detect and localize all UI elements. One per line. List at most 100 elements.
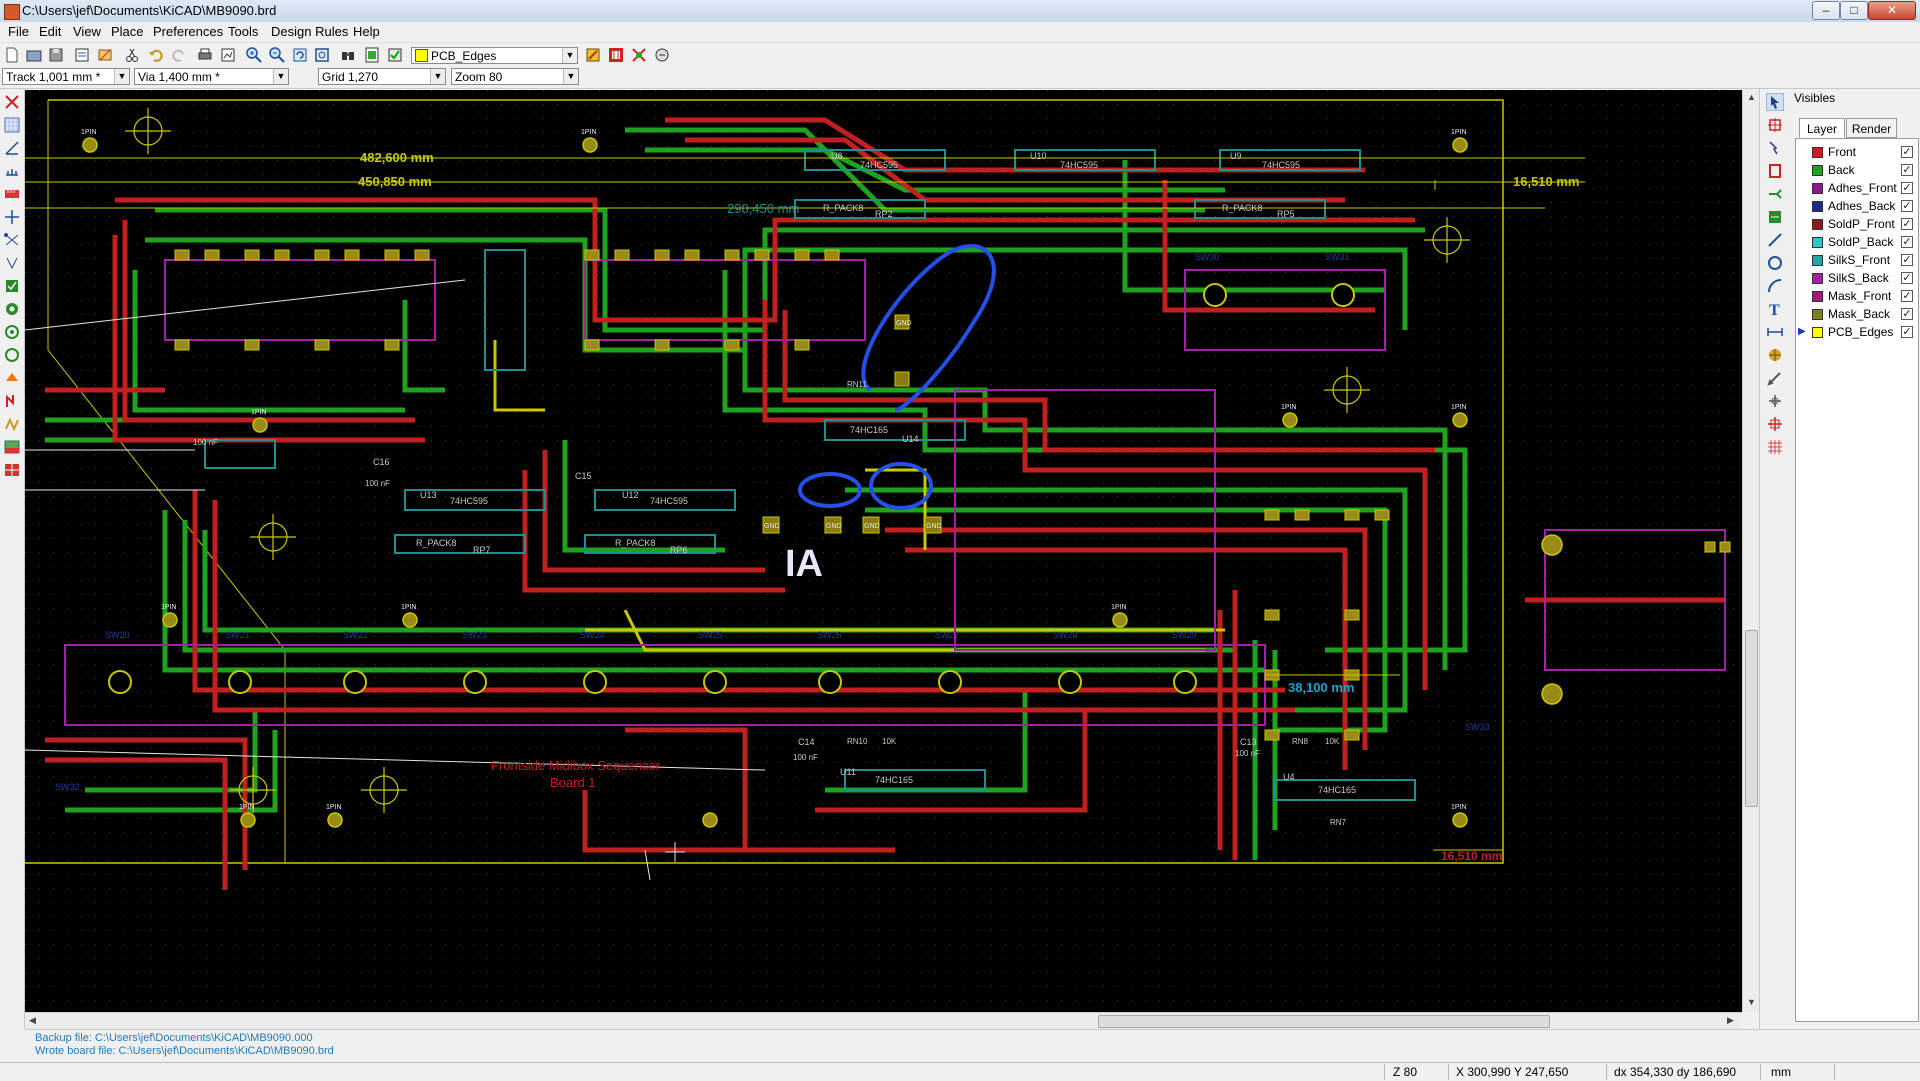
layer-pair-icon[interactable] bbox=[584, 46, 602, 64]
horizontal-scroll-thumb[interactable] bbox=[1098, 1015, 1550, 1028]
autoplace-icon[interactable] bbox=[607, 46, 625, 64]
tab-layer[interactable]: Layer bbox=[1799, 118, 1845, 138]
layer-color-swatch[interactable] bbox=[1812, 291, 1823, 302]
layer-color-swatch[interactable] bbox=[1812, 255, 1823, 266]
layer-visible-checkbox[interactable]: ✓ bbox=[1901, 200, 1913, 212]
layer-visible-checkbox[interactable]: ✓ bbox=[1901, 272, 1913, 284]
zoom-redraw-icon[interactable] bbox=[291, 46, 309, 64]
print-icon[interactable] bbox=[196, 46, 214, 64]
module-ratsnest-icon[interactable] bbox=[3, 254, 21, 272]
layer-color-swatch[interactable] bbox=[1812, 219, 1823, 230]
menu-place[interactable]: Place bbox=[111, 24, 144, 39]
delete-icon[interactable] bbox=[1766, 392, 1784, 410]
layer-row-adhes-back[interactable]: Adhes_Back ✓ bbox=[1796, 197, 1916, 215]
add-module-icon[interactable] bbox=[1766, 185, 1784, 203]
plot-icon[interactable] bbox=[219, 46, 237, 64]
layer-name[interactable]: Mask_Front bbox=[1828, 289, 1892, 303]
menu-preferences[interactable]: Preferences bbox=[153, 24, 224, 39]
mm-icon[interactable] bbox=[3, 185, 21, 203]
via-size-select[interactable]: Via 1,400 mm * ▼ bbox=[134, 68, 289, 85]
layer-name[interactable]: Front bbox=[1828, 145, 1857, 159]
save-icon[interactable] bbox=[47, 46, 65, 64]
grid-icon[interactable] bbox=[3, 116, 21, 134]
menu-design-rules[interactable]: Design Rules bbox=[271, 24, 349, 39]
undo-icon[interactable] bbox=[147, 46, 165, 64]
find-icon[interactable] bbox=[339, 46, 357, 64]
autoroute-icon[interactable] bbox=[630, 46, 648, 64]
scroll-right-icon[interactable]: ▶ bbox=[1727, 1015, 1734, 1025]
select-arrow-icon[interactable] bbox=[1765, 92, 1785, 112]
layer-visible-checkbox[interactable]: ✓ bbox=[1901, 254, 1913, 266]
netlist-icon[interactable] bbox=[363, 46, 381, 64]
active-layer-select[interactable]: PCB_Edges ▼ bbox=[411, 47, 578, 64]
maximize-button[interactable]: □ bbox=[1840, 1, 1868, 20]
scroll-left-icon[interactable]: ◀ bbox=[29, 1015, 36, 1025]
redo-icon[interactable] bbox=[170, 46, 188, 64]
layer-visible-checkbox[interactable]: ✓ bbox=[1901, 236, 1913, 248]
layer-name[interactable]: Mask_Back bbox=[1828, 307, 1891, 321]
layer-row-pcb-edges[interactable]: ▶PCB_Edges✓ bbox=[1796, 323, 1916, 341]
vertical-scrollbar[interactable]: ▲ ▼ bbox=[1742, 90, 1759, 1012]
layer-visible-checkbox[interactable]: ✓ bbox=[1901, 164, 1913, 176]
add-track-icon[interactable] bbox=[1766, 208, 1784, 226]
microwave-icon[interactable] bbox=[653, 46, 671, 64]
vias-sketch-icon[interactable] bbox=[3, 323, 21, 341]
layer-color-swatch[interactable] bbox=[1812, 147, 1823, 158]
open-icon[interactable] bbox=[25, 46, 43, 64]
drc-off-icon[interactable] bbox=[3, 93, 21, 111]
zoom-select[interactable]: Zoom 80 ▼ bbox=[451, 68, 579, 85]
layer-row-soldp-front[interactable]: SoldP_Front✓ bbox=[1796, 215, 1916, 233]
high-contrast-icon[interactable] bbox=[3, 392, 21, 410]
layer-visible-checkbox[interactable]: ✓ bbox=[1901, 308, 1913, 320]
layer-row-mask-back[interactable]: Mask_Back ✓ bbox=[1796, 305, 1916, 323]
layer-row-silks-back[interactable]: SilkS_Back✓ bbox=[1796, 269, 1916, 287]
layer-visible-checkbox[interactable]: ✓ bbox=[1901, 290, 1913, 302]
layer-row-silks-front[interactable]: SilkS_Front ✓ bbox=[1796, 251, 1916, 269]
horizontal-scrollbar[interactable]: ◀ ▶ bbox=[25, 1012, 1742, 1029]
track-mode-icon[interactable] bbox=[1766, 139, 1784, 157]
menu-tools[interactable]: Tools bbox=[228, 24, 259, 39]
zoom-out-icon[interactable] bbox=[268, 46, 286, 64]
new-board-icon[interactable] bbox=[3, 46, 21, 64]
layer-name[interactable]: Adhes_Back bbox=[1828, 199, 1896, 213]
zoom-fit-icon[interactable] bbox=[313, 46, 331, 64]
scroll-down-icon[interactable]: ▼ bbox=[1747, 997, 1756, 1007]
cursor-shape-icon[interactable] bbox=[3, 208, 21, 226]
polar-coords-icon[interactable] bbox=[3, 139, 21, 157]
add-circle-icon[interactable] bbox=[1766, 277, 1784, 295]
layers-manager-icon[interactable] bbox=[3, 438, 21, 456]
page-settings-icon[interactable] bbox=[73, 46, 91, 64]
layer-name[interactable]: Adhes_Front bbox=[1828, 181, 1897, 195]
cut-icon[interactable] bbox=[123, 46, 141, 64]
layer-name[interactable]: SoldP_Back bbox=[1828, 235, 1894, 249]
menu-file[interactable]: File bbox=[8, 24, 29, 39]
layer-row-back[interactable]: Back✓ bbox=[1796, 161, 1916, 179]
add-dimension-icon[interactable] bbox=[1766, 346, 1784, 364]
set-origin-icon[interactable] bbox=[1766, 415, 1784, 433]
drc-icon[interactable] bbox=[386, 46, 404, 64]
ratsnest-icon[interactable] bbox=[3, 231, 21, 249]
menu-view[interactable]: View bbox=[73, 24, 101, 39]
layer-row-front[interactable]: Front✓ bbox=[1796, 143, 1916, 161]
vertical-scroll-thumb[interactable] bbox=[1745, 630, 1758, 807]
layer-visible-checkbox[interactable]: ✓ bbox=[1901, 326, 1913, 338]
grid-origin-icon[interactable] bbox=[1766, 438, 1784, 456]
layer-color-swatch[interactable] bbox=[1812, 309, 1823, 320]
layer-color-swatch[interactable] bbox=[1812, 273, 1823, 284]
layer-visible-checkbox[interactable]: ✓ bbox=[1901, 218, 1913, 230]
add-zone-icon[interactable] bbox=[1766, 231, 1784, 249]
layer-row-soldp-back[interactable]: SoldP_Back ✓ bbox=[1796, 233, 1916, 251]
add-text-icon[interactable] bbox=[1766, 323, 1784, 341]
layer-color-swatch[interactable] bbox=[1812, 201, 1823, 212]
highlight-net-icon[interactable] bbox=[1766, 162, 1784, 180]
layer-name[interactable]: PCB_Edges bbox=[1828, 325, 1894, 339]
zoom-in-icon[interactable] bbox=[245, 46, 263, 64]
toolbar-extra-icon[interactable] bbox=[3, 461, 21, 479]
pads-sketch-icon[interactable] bbox=[3, 300, 21, 318]
layer-color-swatch[interactable] bbox=[1812, 183, 1823, 194]
add-target-icon[interactable] bbox=[1766, 369, 1784, 387]
layer-color-swatch[interactable] bbox=[1812, 327, 1823, 338]
layer-name[interactable]: SilkS_Front bbox=[1828, 253, 1891, 267]
menu-help[interactable]: Help bbox=[353, 24, 380, 39]
pcb-canvas[interactable]: 482,600 mm 450,850 mm 298,450 mm 16,510 … bbox=[25, 90, 1742, 1012]
